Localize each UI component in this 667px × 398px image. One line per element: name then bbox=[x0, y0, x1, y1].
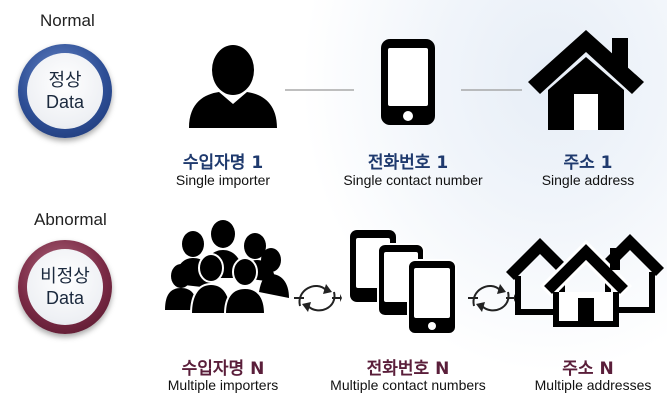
normal-phone-title: 전화번호 1 bbox=[367, 153, 449, 173]
smartphone-icon bbox=[381, 39, 435, 125]
house-icon bbox=[528, 30, 644, 130]
normal-importer-subtitle: Single importer bbox=[175, 172, 271, 188]
abnormal-phone-title: 전화번호 N bbox=[366, 359, 450, 379]
abnormal-data-badge: 비정상 Data bbox=[18, 240, 112, 334]
abnormal-importer-title: 수입자명 N bbox=[181, 359, 265, 379]
normal-data-badge: 정상 Data bbox=[18, 44, 112, 138]
group-of-people-icon bbox=[165, 220, 289, 315]
normal-badge-line2: Data bbox=[45, 92, 85, 112]
abnormal-data-badge-inner: 비정상 Data bbox=[27, 249, 103, 325]
multiple-houses-icon bbox=[506, 234, 664, 327]
circular-arrows-icon bbox=[294, 284, 342, 312]
abnormal-section-label: Abnormal bbox=[34, 210, 107, 229]
normal-address-subtitle: Single address bbox=[541, 172, 635, 188]
abnormal-badge-line1: 비정상 bbox=[40, 266, 90, 286]
normal-data-badge-inner: 정상 Data bbox=[27, 53, 103, 129]
normal-phone-subtitle: Single contact number bbox=[343, 172, 483, 188]
normal-address-title: 주소 1 bbox=[563, 153, 613, 173]
abnormal-importer-subtitle: Multiple importers bbox=[167, 377, 279, 393]
person-icon bbox=[189, 45, 277, 128]
abnormal-address-subtitle: Multiple addresses bbox=[534, 377, 652, 393]
normal-section-label: Normal bbox=[40, 11, 95, 30]
abnormal-address-title: 주소 N bbox=[562, 359, 614, 379]
abnormal-badge-line2: Data bbox=[45, 288, 85, 308]
normal-badge-line1: 정상 bbox=[48, 70, 82, 90]
abnormal-phone-subtitle: Multiple contact numbers bbox=[330, 377, 486, 393]
circular-arrows-icon bbox=[468, 284, 516, 312]
multiple-smartphones-icon bbox=[350, 230, 457, 335]
normal-importer-title: 수입자명 1 bbox=[182, 153, 264, 173]
